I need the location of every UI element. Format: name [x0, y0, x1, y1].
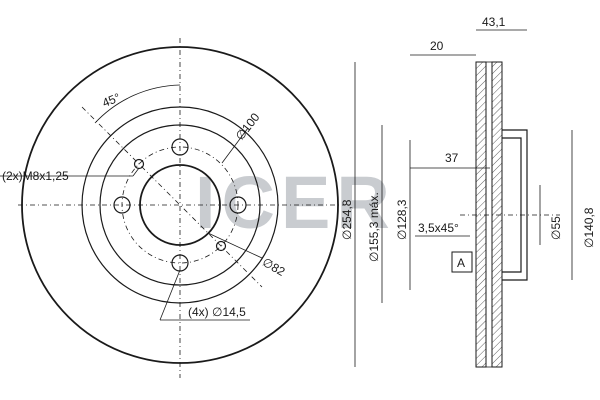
dia-hub-label: ∅140,8 — [582, 207, 596, 248]
centerline-diagonal — [81, 106, 263, 288]
hub-depth-label: 37 — [445, 151, 459, 165]
width-inner-label: 20 — [430, 39, 444, 53]
width-total-label: 43,1 — [482, 15, 506, 29]
disc-face-right — [491, 61, 503, 368]
holes-label: (4x) ∅14,5 — [188, 305, 246, 319]
dia-hat-label: ∅128,3 — [395, 199, 409, 240]
datum-box — [451, 251, 473, 273]
chamfer-label: 3,5x45° — [418, 221, 459, 235]
dia-outer-label: ∅254,8 — [340, 199, 354, 240]
hat-section — [502, 129, 528, 281]
holes-leader — [159, 269, 181, 321]
section-view: A 43,1 20 37 3,5x45° ∅254,8 ∅155,3 máx. … — [340, 15, 596, 368]
watermark-logo: ICER — [195, 161, 396, 244]
angle-label: 45° — [100, 90, 122, 110]
datum-label: A — [457, 256, 465, 270]
angle-arc — [94, 84, 181, 124]
dia-bore-label: ∅55 — [549, 216, 563, 240]
pcd-leader — [221, 127, 249, 164]
thread-label: (2x)M8x1,25 — [2, 169, 69, 183]
threaded-hole — [215, 240, 227, 252]
watermark-text: ICER — [195, 161, 396, 244]
disc-face-left — [475, 61, 487, 368]
thread-leader-tip — [132, 167, 140, 177]
hat-inner — [502, 137, 522, 273]
dia-friction-label: ∅155,3 máx. — [367, 192, 381, 262]
center-bore-label: ∅82 — [260, 255, 288, 279]
pcd-label: ∅100 — [233, 110, 263, 143]
center-bore-leader — [207, 232, 263, 259]
